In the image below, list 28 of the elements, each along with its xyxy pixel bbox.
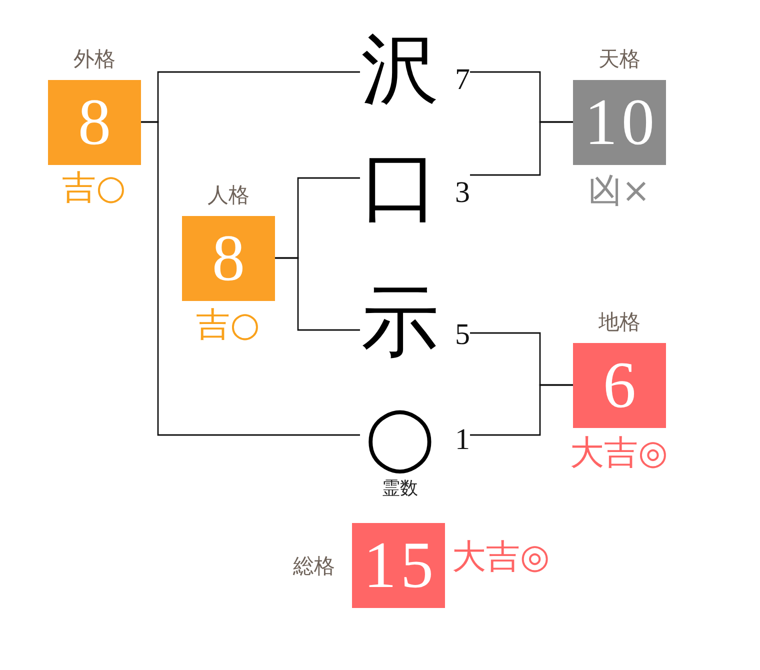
stroke-count: 7 xyxy=(455,65,470,95)
number-box: 8 xyxy=(182,216,275,301)
fortune-label: 吉○ xyxy=(62,169,126,207)
fortune-label: 大吉◎ xyxy=(452,538,550,576)
heading-label: 地格 xyxy=(598,310,640,334)
bracket-line xyxy=(470,121,573,176)
stroke-count: 1 xyxy=(455,425,470,455)
caption-label: 霊数 xyxy=(382,478,418,500)
fortune-label: 大吉◎ xyxy=(570,434,668,472)
heading-label: 外格 xyxy=(74,47,116,71)
bracket-line xyxy=(275,257,360,331)
heading-label: 人格 xyxy=(208,183,250,207)
stroke-count: 5 xyxy=(455,320,470,350)
stroke-count: 3 xyxy=(455,178,470,208)
bracket-line xyxy=(470,384,573,436)
heading-label: 天格 xyxy=(598,47,640,71)
fortune-label: 吉○ xyxy=(196,306,260,344)
name-character: 示 xyxy=(360,283,440,361)
fortune-label: 凶× xyxy=(588,172,650,210)
heading-label: 総格 xyxy=(293,554,335,578)
name-character: 口 xyxy=(360,148,440,226)
number-box: 8 xyxy=(48,80,141,165)
name-character: 沢 xyxy=(360,31,440,109)
number-box: 10 xyxy=(573,80,666,165)
number-box: 6 xyxy=(573,343,666,428)
bracket-line xyxy=(141,121,360,436)
number-box: 15 xyxy=(352,523,445,608)
name-character: ◯ xyxy=(364,399,436,476)
